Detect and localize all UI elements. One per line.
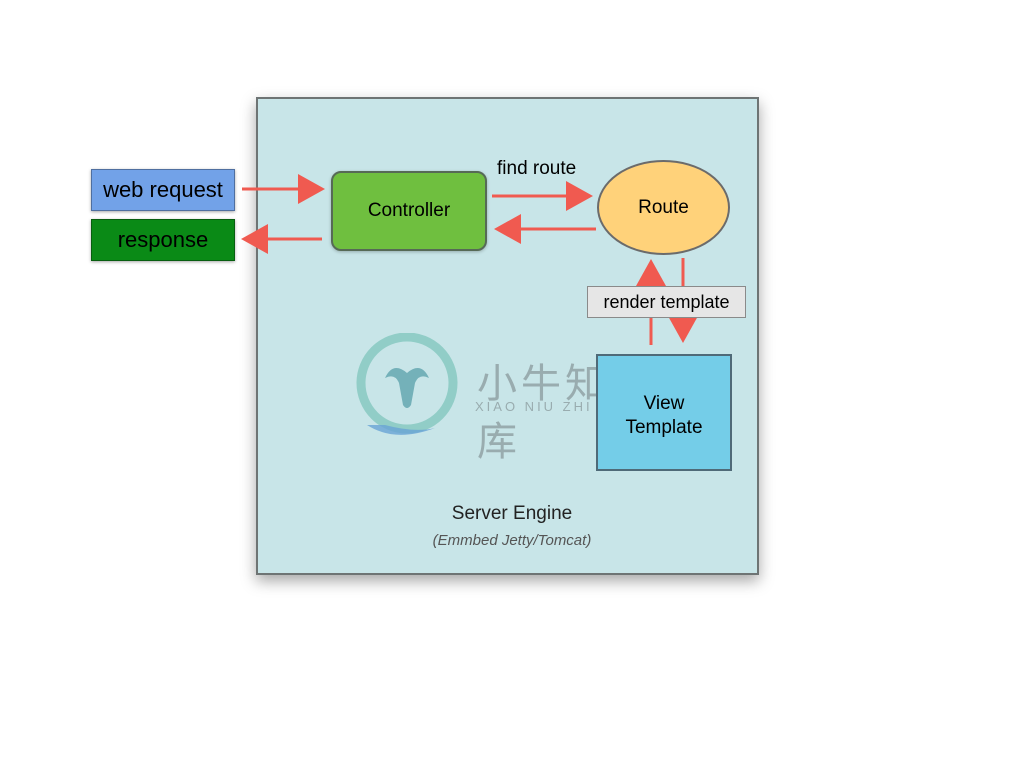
- response-box: response: [91, 219, 235, 261]
- engine-subtitle: (Emmbed Jetty/Tomcat): [432, 532, 592, 549]
- view-template-line1: View: [643, 393, 685, 414]
- engine-title: Server Engine: [451, 503, 573, 524]
- render-template-label: render template: [587, 286, 746, 318]
- view-template-box: View Template: [596, 354, 732, 471]
- view-template-line2: Template: [625, 417, 703, 438]
- web-request-box: web request: [91, 169, 235, 211]
- route-ellipse: Route: [597, 160, 730, 255]
- bull-logo-icon: [356, 332, 458, 435]
- find-route-label: find route: [497, 158, 577, 179]
- controller-box: Controller: [331, 171, 487, 251]
